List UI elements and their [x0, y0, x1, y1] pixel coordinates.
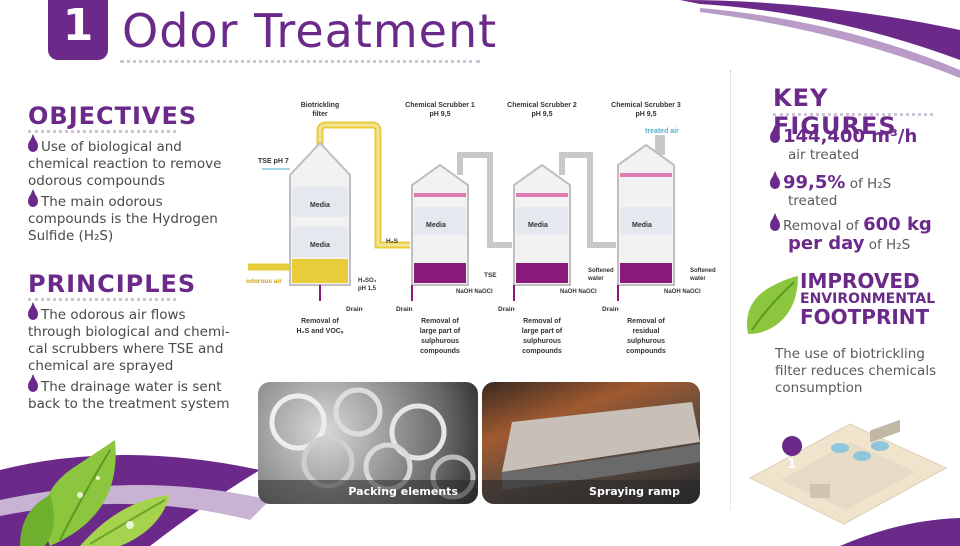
- location-marker-icon: [782, 436, 803, 474]
- key-figures-divider: [773, 113, 933, 116]
- key-figures-title: KEY FIGURES: [773, 84, 897, 140]
- objectives-title: OBJECTIVES: [28, 102, 198, 130]
- svg-text:NaOH NaOCl: NaOH NaOCl: [664, 289, 701, 295]
- principles-title: PRINCIPLES: [28, 270, 197, 298]
- svg-text:TSE: TSE: [484, 272, 497, 279]
- svg-text:NaOH NaOCl: NaOH NaOCl: [456, 289, 493, 295]
- drop-icon: [28, 189, 38, 207]
- svg-text:Media: Media: [310, 242, 330, 249]
- objective-item-1: Use of biological and chemical reaction …: [28, 134, 222, 189]
- section-number-badge: 1: [48, 0, 108, 60]
- scrubber-3-tower: [617, 143, 675, 286]
- key-figure-removal: Removal of 600 kg per day of H₂S: [770, 213, 932, 254]
- svg-text:H₂S: H₂S: [386, 238, 399, 245]
- scrubber-2-tower: [513, 163, 571, 286]
- improved-footprint-text: The use of biotrickling filter reduces c…: [775, 346, 937, 396]
- spraying-ramp-caption: Spraying ramp: [482, 480, 700, 504]
- svg-text:Chemical Scrubber 1pH 9,5: Chemical Scrubber 1pH 9,5: [405, 102, 475, 118]
- svg-text:Media: Media: [310, 202, 330, 209]
- svg-text:Drain: Drain: [396, 306, 413, 313]
- drop-icon: [28, 134, 38, 152]
- spraying-ramp-photo: Spraying ramp: [482, 382, 700, 504]
- principle-item-1: The odorous air flows through biological…: [28, 302, 230, 374]
- improved-footprint-title: IMPROVED ENVIRONMENTAL FOOTPRINT: [800, 269, 936, 329]
- title-divider: [120, 60, 480, 63]
- spraying-ramp-graphic: [502, 402, 700, 490]
- svg-text:Chemical Scrubber 3pH 9,5: Chemical Scrubber 3pH 9,5: [611, 102, 681, 118]
- key-figure-airflow: 144,400 m³/h air treated: [770, 125, 917, 164]
- drop-icon: [28, 374, 38, 392]
- drop-icon: [28, 302, 38, 320]
- svg-text:Drain: Drain: [602, 306, 619, 313]
- biofilter-tower: [289, 141, 351, 286]
- packing-elements-photo: Packing elements: [258, 382, 478, 504]
- svg-text:treated air: treated air: [645, 128, 679, 135]
- scrubber-1-tower: [411, 163, 469, 286]
- drop-icon: [770, 171, 780, 189]
- packing-elements-caption: Packing elements: [258, 480, 478, 504]
- leaves-illustration: [20, 440, 170, 546]
- location-marker-number: 1: [787, 457, 796, 472]
- principles-divider: [28, 298, 176, 301]
- objective-item-2: The main odorous compounds is the Hydrog…: [28, 189, 218, 244]
- svg-text:TSE pH 7: TSE pH 7: [258, 158, 289, 165]
- svg-text:Chemical Scrubber 2pH 9,5: Chemical Scrubber 2pH 9,5: [507, 102, 577, 118]
- svg-text:Media: Media: [426, 222, 446, 229]
- svg-text:odorous air: odorous air: [246, 278, 282, 285]
- drop-icon: [770, 125, 780, 143]
- svg-text:Drain: Drain: [498, 306, 515, 313]
- principle-item-2: The drainage water is sent back to the t…: [28, 374, 230, 412]
- key-figure-h2s-treated: 99,5% of H₂S treated: [770, 171, 891, 210]
- drop-icon: [770, 213, 780, 231]
- svg-text:NaOH NaOCl: NaOH NaOCl: [560, 289, 597, 295]
- svg-text:Media: Media: [528, 222, 548, 229]
- objectives-divider: [28, 130, 176, 133]
- site-map-illustration: 1: [748, 419, 948, 525]
- svg-text:Media: Media: [632, 222, 652, 229]
- column-divider: [730, 70, 731, 510]
- leaf-icon: [747, 276, 798, 334]
- svg-text:Drain: Drain: [346, 306, 363, 313]
- page-title: Odor Treatment: [122, 4, 498, 58]
